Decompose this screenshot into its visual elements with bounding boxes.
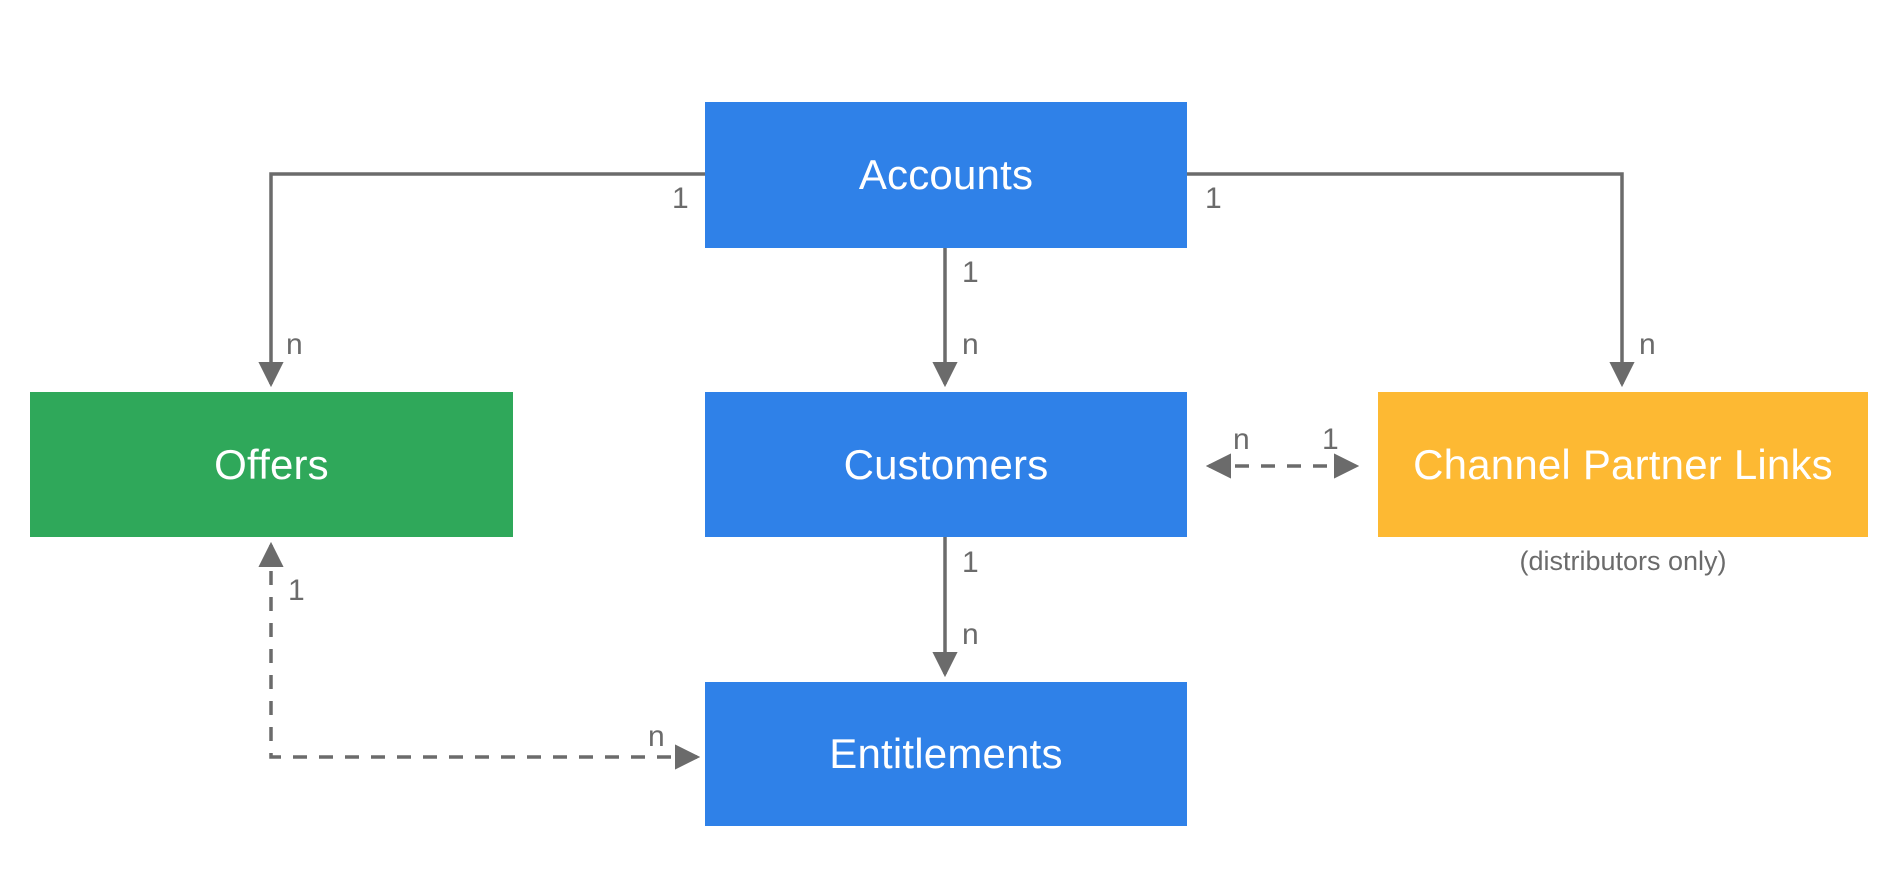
label-accounts-offers-one: 1 [672, 182, 689, 215]
node-offers-label: Offers [214, 440, 329, 488]
node-entitlements[interactable]: Entitlements [705, 682, 1187, 826]
node-entitlements-label: Entitlements [829, 730, 1063, 777]
label-offers-entitlements-one: 1 [288, 574, 305, 607]
label-customers-channel-partner-links-one: 1 [1322, 423, 1339, 456]
node-offers[interactable]: Offers [30, 392, 513, 537]
node-channel-partner-links-label: Channel Partner Links [1413, 440, 1833, 488]
node-accounts-label: Accounts [858, 151, 1034, 198]
label-accounts-offers-many: n [286, 328, 303, 361]
label-offers-entitlements-many: n [648, 720, 665, 753]
label-customers-entitlements-one: 1 [962, 546, 979, 579]
label-accounts-customers-one: 1 [962, 256, 979, 289]
label-accounts-customers-many: n [962, 328, 979, 361]
label-accounts-channel-partner-links-many: n [1639, 328, 1656, 361]
node-customers-label: Customers [843, 440, 1049, 488]
label-accounts-channel-partner-links-one: 1 [1205, 182, 1222, 215]
label-customers-channel-partner-links-many: n [1233, 423, 1250, 456]
node-accounts[interactable]: Accounts [705, 102, 1187, 248]
node-channel-partner-links-caption: (distributors only) [1519, 546, 1727, 576]
edge-accounts-channel-partner-links [1187, 172, 1635, 388]
edge-offers-entitlements [258, 541, 701, 770]
label-customers-entitlements-many: n [962, 618, 979, 651]
node-channel-partner-links[interactable]: Channel Partner Links [1378, 392, 1868, 537]
edge-accounts-offers [258, 172, 705, 388]
node-customers[interactable]: Customers [705, 392, 1187, 537]
